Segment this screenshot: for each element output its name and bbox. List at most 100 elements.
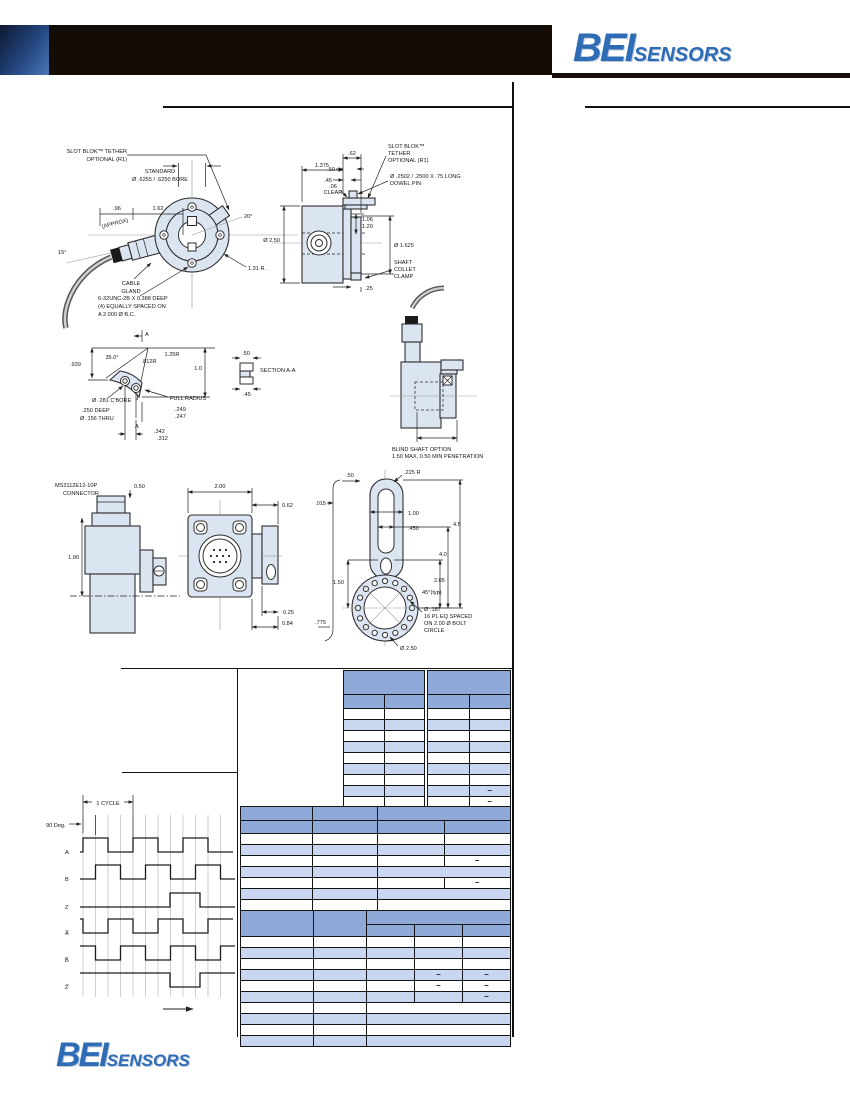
note-collet-1: SHAFT [394, 260, 413, 266]
note-dowel-2: DOWEL PIN [390, 181, 421, 187]
td [427, 708, 470, 720]
tr [240, 899, 511, 911]
tr [240, 820, 511, 834]
dim-label: .50 [346, 473, 354, 479]
rect [118, 244, 133, 262]
dim-label: 15° [58, 250, 66, 256]
td [414, 991, 463, 1003]
td [313, 1024, 367, 1036]
td [313, 991, 367, 1003]
dash-cell: – [443, 855, 511, 867]
mounting-holes [159, 202, 225, 268]
note-blind-2: 1.50 MAX, 0.50 MIN PENETRATION [392, 454, 483, 460]
td [468, 763, 511, 775]
circle [133, 385, 139, 391]
td [343, 741, 385, 753]
dim-label: 1.0 [194, 366, 202, 372]
rect [400, 361, 442, 429]
drawing-side-view: 1.375 .62 .50 .45 .06 CLEAR SLOT BLOK™ T… [263, 144, 461, 292]
note-holes-4: CIRCLE [424, 628, 445, 634]
tr [343, 741, 425, 753]
td [366, 1002, 511, 1014]
note-blind-1: BLIND SHAFT OPTION [392, 447, 451, 453]
td [427, 763, 470, 775]
dim-label: .96 [113, 206, 121, 212]
tr [343, 694, 425, 709]
channel-b-bar-wave [80, 945, 235, 961]
rect [239, 376, 254, 385]
td [366, 980, 415, 992]
td [427, 752, 470, 764]
td [427, 730, 470, 742]
path [324, 479, 341, 642]
td [312, 806, 378, 821]
circle [227, 554, 231, 558]
tr [427, 719, 511, 731]
section-label-bottom: A [135, 424, 139, 430]
circle [406, 594, 413, 601]
td [240, 820, 313, 834]
channel-b-wave [80, 864, 235, 880]
note-screws-2: (4) EQUALLY SPACED ON [98, 304, 166, 310]
tr [240, 1013, 511, 1025]
td [377, 877, 445, 889]
tr: –– [240, 969, 511, 981]
td [366, 1024, 511, 1036]
td [240, 936, 314, 948]
tr: – [427, 785, 511, 797]
td [377, 844, 445, 856]
circle [221, 554, 225, 558]
spec-table-4: –– –– – [240, 910, 511, 1047]
td [366, 991, 415, 1003]
column-divider [512, 82, 514, 1037]
spec-block-top-rule [121, 668, 513, 670]
tr: – [240, 877, 511, 889]
line [409, 600, 423, 613]
dim-label: 0.84 [282, 621, 293, 627]
td [240, 1024, 314, 1036]
note-holes-3: ON 2.00 Ø BOLT [424, 621, 467, 627]
td [414, 924, 463, 937]
line [357, 180, 389, 195]
channel-a-bar-wave [80, 918, 233, 934]
channel-a-label: A [65, 850, 69, 856]
dim-label: .225 R [404, 470, 420, 476]
dim-label: 1.375 [315, 163, 329, 169]
dim-label: .45 [243, 392, 251, 398]
tr [240, 833, 511, 845]
line [393, 474, 403, 483]
td [468, 774, 511, 786]
td [240, 1013, 314, 1025]
td [240, 991, 314, 1003]
td [427, 694, 470, 709]
td [468, 752, 511, 764]
circle [196, 523, 205, 532]
td [414, 947, 463, 959]
circle [212, 560, 216, 564]
td [462, 936, 511, 948]
note-connector-1: MS3112E12-10P [55, 483, 97, 489]
dim-label: 1.31 R. [248, 266, 266, 272]
tbody: – – [240, 806, 511, 911]
dim-label: 0.25 [283, 610, 294, 616]
note-holes-1: Ø .187 [424, 607, 441, 613]
dim-label: 0.62 [282, 503, 293, 509]
tr [240, 910, 511, 937]
tr [343, 774, 425, 786]
note-tether-1: SLOT BLOK™ [388, 144, 425, 150]
left-heading-rule [163, 106, 513, 108]
td [313, 980, 367, 992]
tr [240, 888, 511, 900]
rect [110, 247, 123, 264]
line [223, 253, 247, 268]
note-tether-2: TETHER [388, 151, 410, 157]
tr [240, 1035, 511, 1047]
dim-label: 1.25R [165, 352, 180, 358]
dim-label: .249 [175, 407, 186, 413]
td [414, 958, 463, 970]
td [377, 888, 511, 900]
tr [343, 763, 425, 775]
rect [187, 242, 197, 252]
dim-label: .247 [175, 414, 186, 420]
td [240, 910, 314, 937]
